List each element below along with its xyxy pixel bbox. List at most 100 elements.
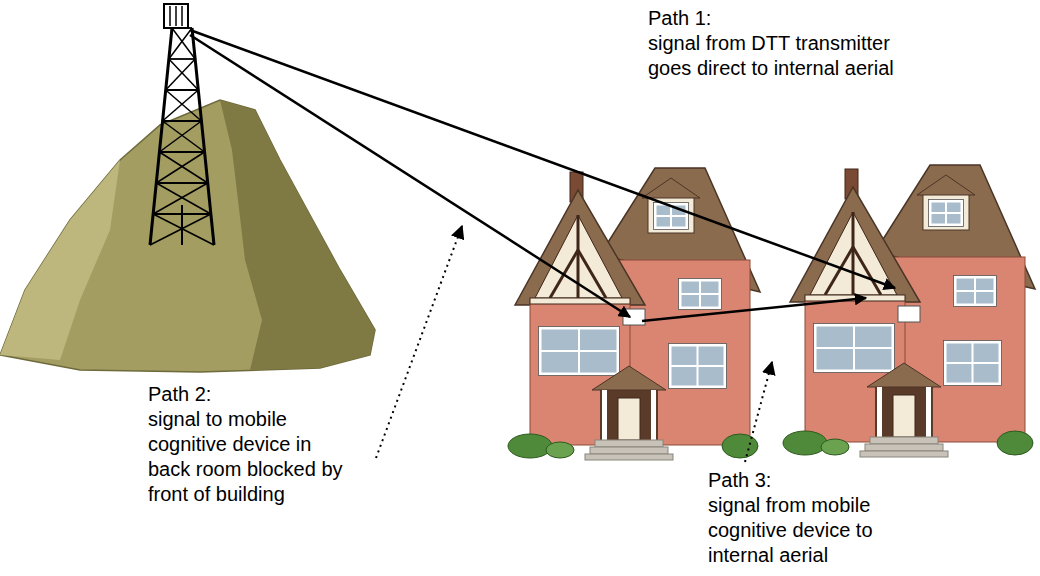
window-bar: [930, 212, 962, 214]
small-window: [623, 309, 645, 325]
path-heading: Path 1:: [648, 6, 908, 31]
dormer: [923, 192, 969, 230]
house: [783, 165, 1035, 457]
step: [590, 447, 668, 454]
tower-brace: [169, 59, 198, 90]
timber-beam: [852, 212, 855, 295]
tower-brace: [159, 121, 201, 152]
window: [815, 325, 893, 371]
step: [865, 444, 943, 451]
houses: [508, 165, 1035, 460]
antenna-element: [169, 6, 171, 26]
window: [540, 328, 618, 374]
window-bar: [540, 350, 618, 352]
window-frame: [954, 276, 997, 307]
leader-line: [376, 226, 462, 458]
tower-strut: [172, 27, 192, 29]
antenna-box: [164, 4, 188, 28]
window: [955, 277, 995, 305]
door: [893, 395, 915, 437]
window-bar: [670, 365, 725, 367]
window-frame: [814, 324, 895, 373]
bush: [821, 439, 849, 455]
path-description: signal from mobile cognitive device to i…: [708, 493, 913, 568]
tower-bracing: [150, 28, 214, 245]
hill-highlight: [0, 160, 120, 360]
porch-column: [651, 390, 656, 440]
tower-strut: [166, 89, 199, 91]
transmitter-tower: [150, 4, 214, 245]
leader-line: [745, 362, 772, 462]
door: [618, 398, 640, 440]
tower-brace: [163, 121, 205, 152]
window-frame: [944, 341, 1002, 386]
tower-brace: [172, 28, 195, 59]
tower-leg: [150, 28, 172, 245]
tower-brace: [153, 183, 208, 214]
bush: [508, 434, 552, 458]
porch-column: [877, 387, 882, 437]
window: [655, 204, 687, 228]
path-description: signal to mobile cognitive device in bac…: [148, 407, 353, 507]
bush: [997, 431, 1033, 455]
window-frame: [539, 327, 620, 376]
tower-brace: [169, 28, 192, 59]
hill-shade: [220, 100, 375, 370]
tower-leg: [192, 28, 214, 245]
antenna-element: [181, 6, 183, 26]
tower-brace: [166, 59, 195, 90]
hill-body: [0, 100, 375, 372]
window: [670, 345, 725, 387]
dormer-roof: [917, 175, 975, 195]
porch-roof: [592, 366, 666, 390]
path-description: signal from DTT transmitter goes direct …: [648, 31, 908, 81]
trim-band: [530, 298, 630, 304]
hill: [0, 100, 375, 372]
porch-column: [926, 387, 931, 437]
timber-beam: [578, 250, 606, 298]
tower-strut: [159, 151, 204, 153]
tower-brace: [156, 183, 211, 214]
porch: [875, 385, 933, 437]
path-3-arrow: [642, 298, 866, 321]
tower-brace: [159, 152, 207, 183]
dormer-roof: [642, 178, 700, 198]
gable-face: [535, 215, 622, 298]
tower-brace: [153, 214, 214, 245]
bush: [546, 442, 574, 458]
path-heading: Path 3:: [708, 468, 913, 493]
window: [680, 280, 720, 308]
window-bar: [945, 362, 1000, 364]
porch: [600, 388, 658, 440]
gable-roof: [790, 187, 920, 302]
window-bar: [680, 293, 720, 295]
tower-strut: [163, 120, 202, 122]
bush: [783, 431, 827, 455]
window-frame: [679, 279, 722, 310]
step: [860, 451, 948, 457]
timber-beam: [853, 247, 881, 295]
tower-brace: [156, 152, 204, 183]
window-frame: [669, 344, 727, 389]
tower-strut: [156, 182, 207, 184]
tower-brace: [163, 90, 199, 121]
antenna-element: [175, 6, 177, 26]
step: [585, 454, 673, 460]
step: [870, 437, 938, 444]
window-bar: [955, 290, 995, 292]
porch-roof: [867, 363, 941, 387]
window-bar: [655, 215, 687, 217]
tower-brace: [166, 90, 202, 121]
path-2-arrow: [190, 35, 630, 317]
small-window: [898, 306, 920, 322]
gable-face: [810, 212, 897, 295]
window: [945, 342, 1000, 384]
window-bar: [815, 347, 893, 349]
window: [930, 201, 962, 225]
tower-strut: [153, 213, 211, 215]
window-frame: [929, 200, 964, 227]
leader-lines: [376, 226, 772, 462]
porch-column: [602, 390, 607, 440]
